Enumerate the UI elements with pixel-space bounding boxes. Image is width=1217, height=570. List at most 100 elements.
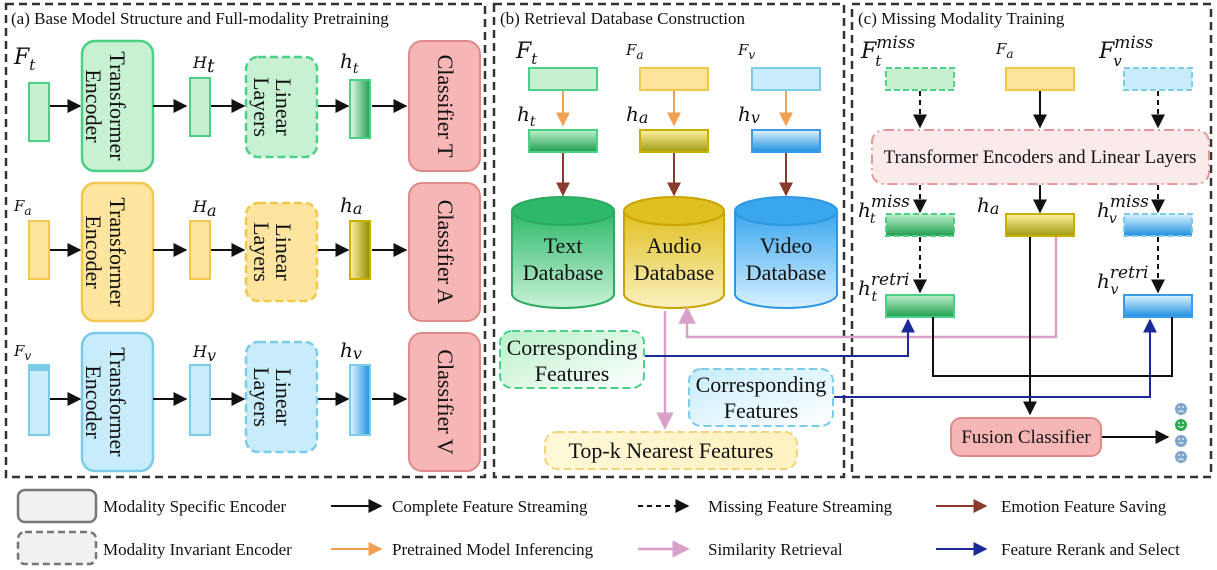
legend: Modality Specific Encoder Modality Invar… — [16, 488, 1180, 566]
arrow-rerank-text — [645, 318, 915, 357]
linear-layers-video — [244, 340, 319, 454]
encoder-t-label-1: Transformer — [105, 51, 130, 161]
encoder-a-label-1: Transformer — [105, 197, 130, 307]
db-feature-audio — [639, 67, 709, 91]
label-Hv: Hv — [192, 342, 216, 365]
arrow-retri-video-to-fusion — [1030, 317, 1173, 377]
hidden-video-block — [189, 364, 211, 436]
corr-blue-label-2: Features — [724, 398, 799, 423]
legend-rerank-label: Feature Rerank and Select — [1001, 540, 1180, 559]
legend-complete-label: Complete Feature Streaming — [392, 497, 588, 516]
linear-a-label-2: Layers — [249, 222, 274, 282]
encoder-v-label-1: Transformer — [105, 347, 130, 457]
linear-t-label-2: Layers — [249, 77, 274, 137]
embedding-video-block — [349, 364, 371, 436]
encoder-v-label-2: Encoder — [81, 365, 106, 439]
c-embed-video-miss — [1123, 213, 1193, 237]
label-b-ha: ha — [626, 102, 648, 127]
text-db-label-1: Text — [544, 233, 583, 258]
db-feature-text — [528, 67, 598, 91]
corresponding-features-blue — [688, 368, 834, 427]
neutral-face-icon — [1175, 435, 1187, 447]
emotion-icons — [1175, 403, 1187, 463]
audio-database: Audio Database — [623, 196, 725, 309]
linear-a-label-1: Linear — [271, 223, 296, 281]
transformer-encoder-audio — [80, 181, 155, 323]
classifier-a-label: Classifier A — [433, 200, 458, 305]
fusion-classifier — [950, 417, 1102, 457]
video-db-label-1: Video — [760, 233, 812, 258]
legend-specific-swatch — [16, 488, 98, 524]
encoder-t-label-2: Encoder — [81, 69, 106, 143]
audio-db-label-1: Audio — [647, 233, 702, 258]
c-feature-audio — [1005, 67, 1075, 91]
db-embed-video — [751, 129, 821, 153]
corr-green-label-1: Corresponding — [507, 335, 638, 360]
label-ha: ha — [340, 193, 362, 218]
linear-v-label-1: Linear — [271, 368, 296, 426]
c-retri-video — [1123, 294, 1193, 318]
label-Fa: Fa — [13, 197, 32, 218]
topk-label: Top-k Nearest Features — [569, 438, 774, 463]
legend-specific-label: Modality Specific Encoder — [103, 497, 287, 516]
legend-pretrained-label: Pretrained Model Inferencing — [392, 540, 594, 559]
row-audio: Fa Transformer Encoder Ha Linear Layers … — [13, 181, 481, 323]
row-text: Ft Transformer Encoder Ht Linear Layers … — [13, 39, 481, 173]
panel-b-content: Ft Fa Fv ht ha hv Text Database Audio Da… — [499, 39, 838, 470]
arrow-similarity-retrieval — [678, 237, 1058, 339]
audio-db-label-2: Database — [634, 260, 715, 285]
arrow-retri-text-to-fusion — [932, 317, 1030, 377]
label-Fv: Fv — [13, 342, 31, 363]
transformer-encoder-video — [80, 331, 155, 473]
classifier-t-label: Classifier T — [433, 55, 458, 158]
db-embed-audio — [639, 129, 709, 153]
transformer-encoders-linear-layers — [871, 129, 1210, 185]
fusion-label: Fusion Classifier — [961, 427, 1091, 448]
c-embed-text-miss — [885, 213, 955, 237]
embedding-text-block — [349, 79, 371, 139]
label-c-ha: ha — [977, 193, 999, 218]
legend-similarity-label: Similarity Retrieval — [708, 540, 843, 559]
linear-layers-text — [244, 55, 319, 159]
panel-a-title: (a) Base Model Structure and Full-modali… — [11, 9, 389, 28]
legend-saving-label: Emotion Feature Saving — [1001, 497, 1167, 516]
label-c-Fa: Fa — [995, 40, 1014, 61]
linear-v-label-2: Layers — [249, 367, 274, 427]
angry-face-icon — [1175, 451, 1187, 463]
row-video: Fv Transformer Encoder Hv Linear Layers … — [13, 331, 481, 473]
classifier-v — [408, 332, 481, 472]
legend-invariant-swatch — [16, 530, 98, 566]
label-b-Fv: Fv — [737, 41, 755, 62]
corresponding-features-green — [499, 330, 645, 389]
happy-face-icon — [1175, 419, 1187, 431]
label-ht: ht — [340, 49, 359, 77]
sad-face-icon — [1175, 403, 1187, 415]
c-feature-text-miss — [885, 67, 955, 91]
db-feature-video — [751, 67, 821, 91]
hidden-audio-block — [189, 220, 211, 280]
feature-audio-block — [28, 220, 50, 280]
legend-missing-label: Missing Feature Streaming — [708, 497, 893, 516]
panel-b-title: (b) Retrieval Database Construction — [500, 9, 746, 28]
encoder-a-label-2: Encoder — [81, 215, 106, 289]
c-embed-audio — [1005, 213, 1075, 237]
c-feature-video-miss — [1123, 67, 1193, 91]
linear-layers-audio — [244, 201, 319, 303]
hidden-text-block — [189, 77, 211, 137]
corr-green-label-2: Features — [535, 361, 610, 386]
linear-t-label-1: Linear — [271, 78, 296, 136]
label-b-Ft: Ft — [515, 39, 538, 68]
label-Ha: Ha — [192, 197, 217, 220]
embedding-audio-block — [349, 220, 371, 280]
video-database: Video Database — [734, 196, 838, 309]
classifier-t — [408, 40, 481, 172]
topk-nearest-features — [544, 431, 798, 470]
text-db-label-2: Database — [523, 260, 604, 285]
feature-video-block — [28, 364, 50, 436]
c-retri-text — [885, 294, 955, 318]
